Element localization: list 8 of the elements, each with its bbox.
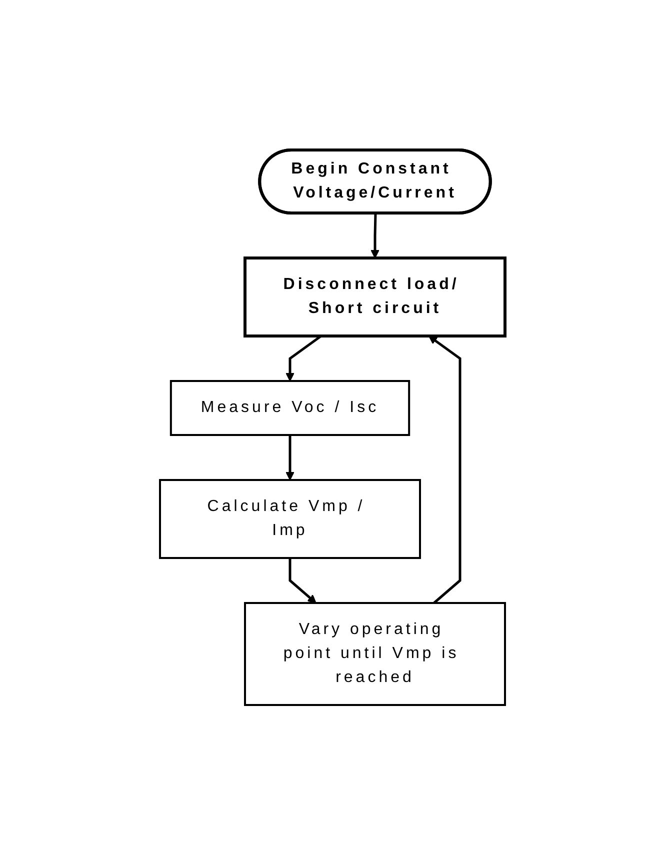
arrow (288, 558, 316, 603)
arrow (286, 434, 294, 480)
arrow (428, 335, 462, 604)
node-box: Calculate Vmp / Imp (159, 478, 421, 558)
node-box: Measure Voc / Isc (170, 380, 410, 436)
arrow (370, 212, 380, 258)
node-box: Vary operating point until Vmp is reached (244, 602, 506, 706)
node-box: Disconnect load/ Short circuit (244, 256, 506, 337)
